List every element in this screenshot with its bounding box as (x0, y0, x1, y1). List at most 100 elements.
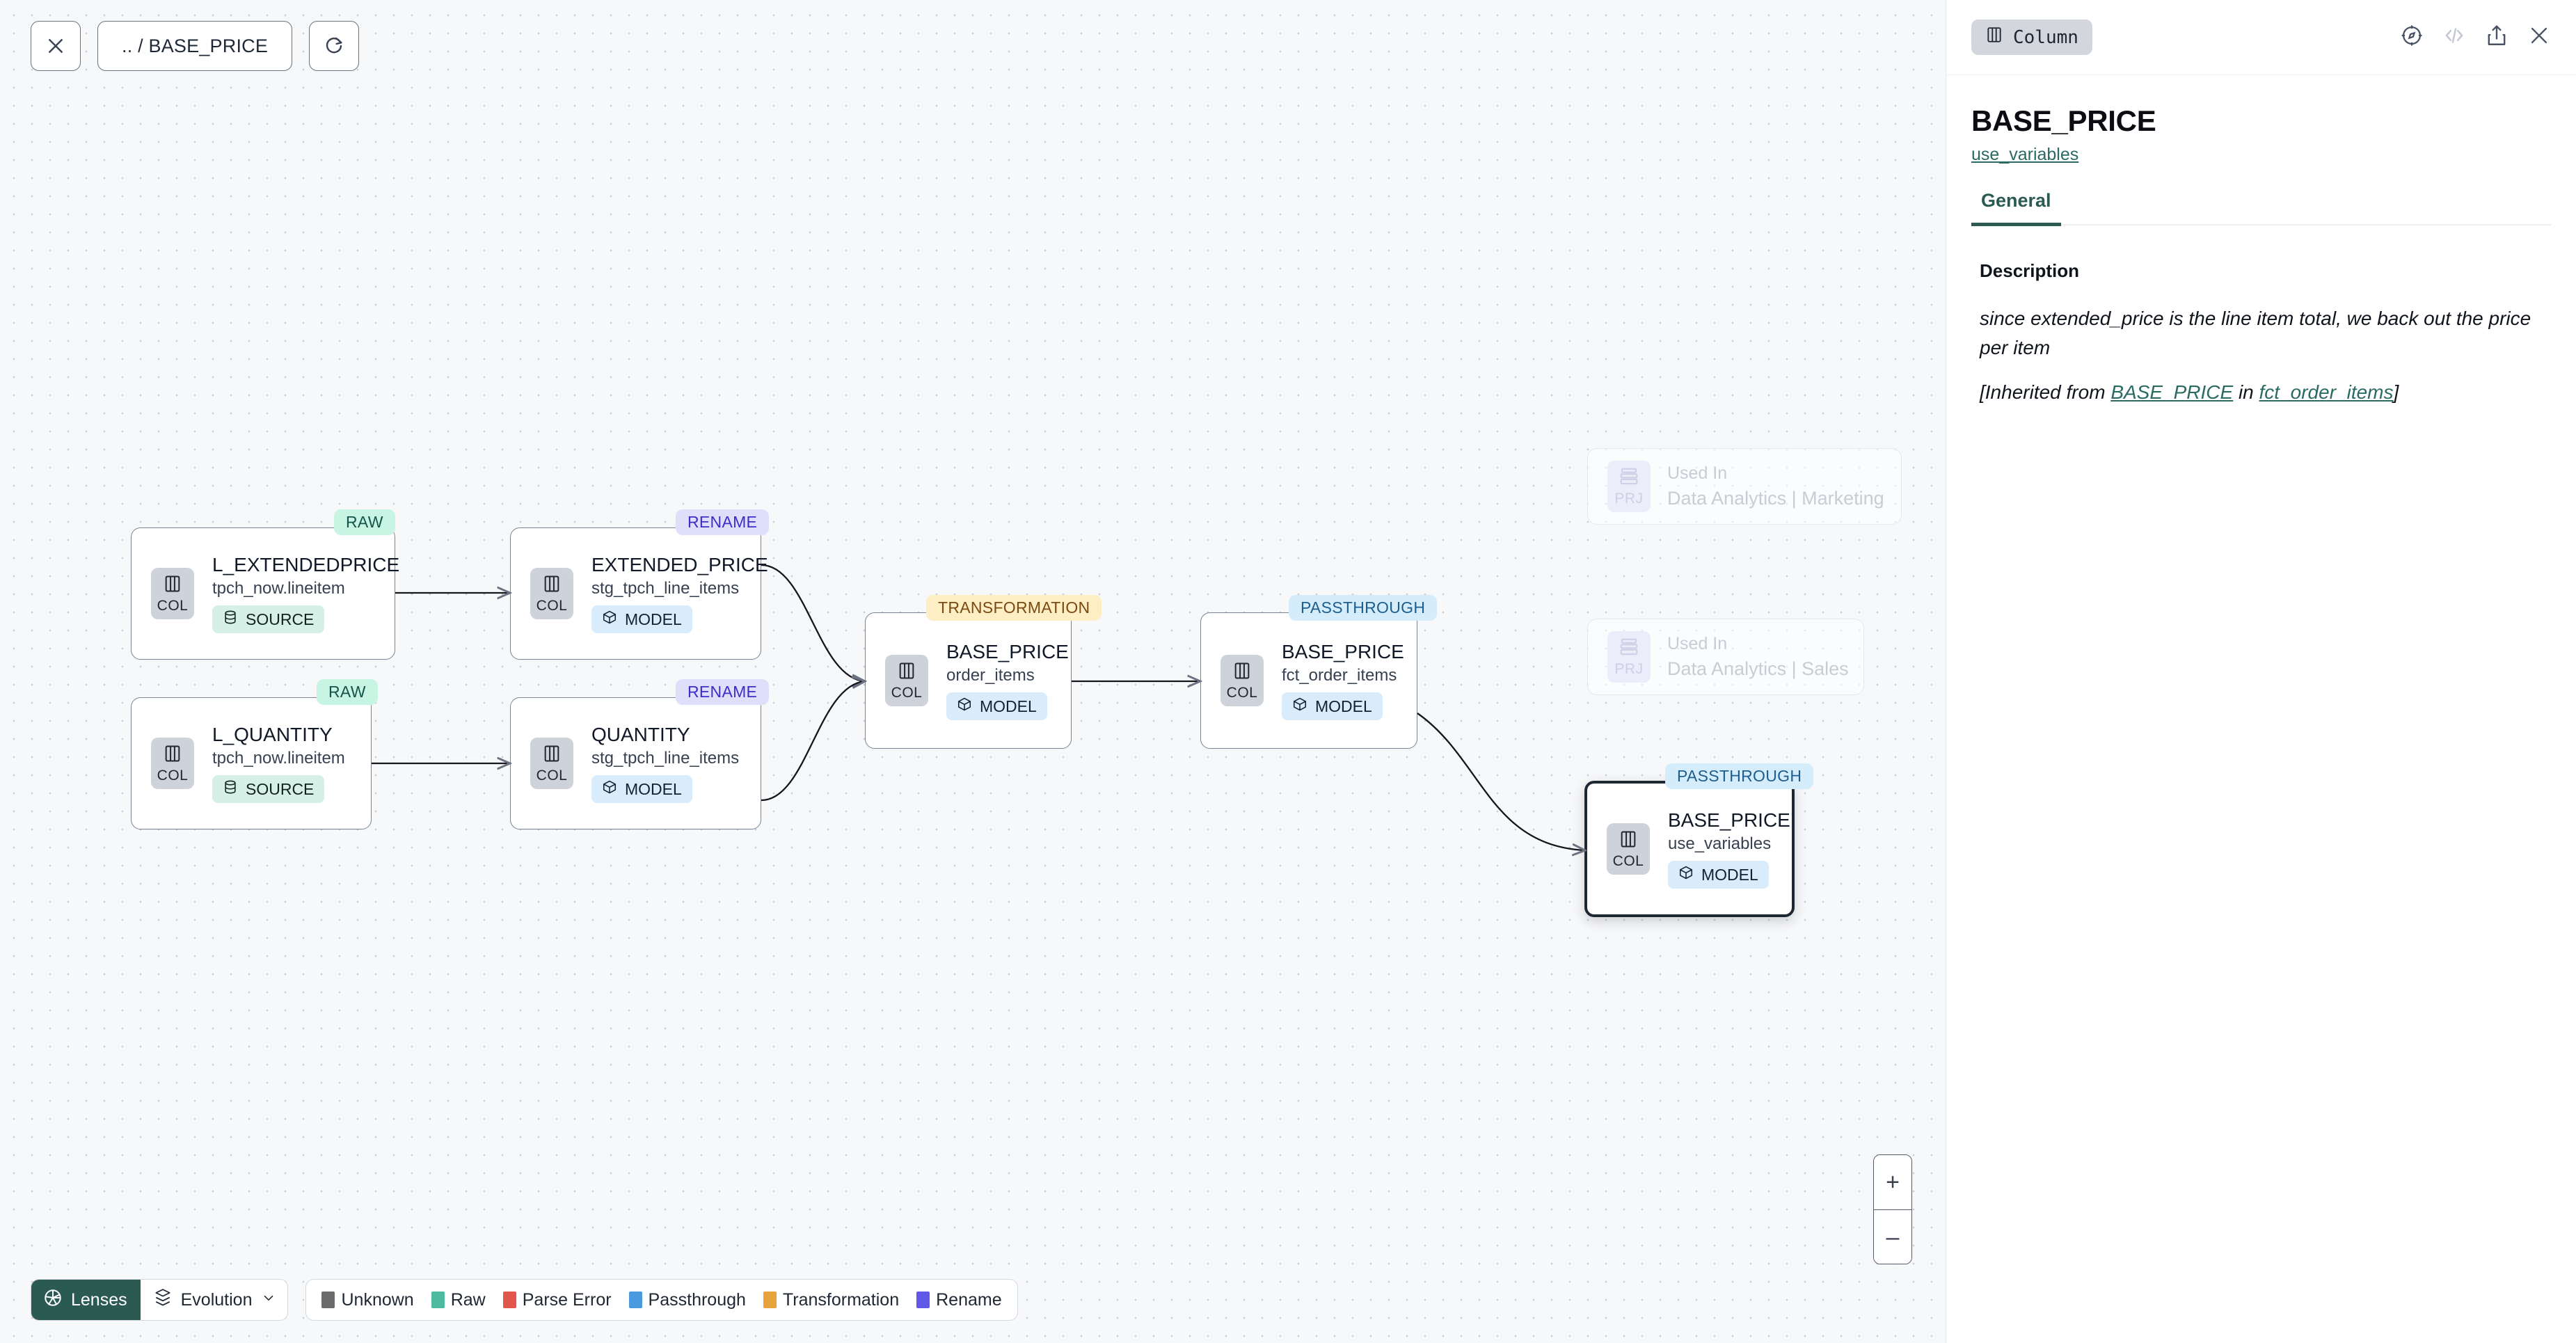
legend-item-rename[interactable]: Rename (916, 1290, 1002, 1310)
used-in-marketing-node[interactable]: PRJ Used In Data Analytics | Marketing (1587, 448, 1902, 525)
lenses-button[interactable]: Lenses (31, 1280, 141, 1320)
details-panel-header: Column (1946, 0, 2576, 75)
cube-icon (1678, 865, 1694, 884)
node-title: QUANTITY (591, 723, 690, 745)
columns-icon (897, 661, 916, 684)
node-tag-rename: RENAME (676, 509, 770, 535)
node-l-extendedprice[interactable]: COL L_EXTENDEDPRICE tpch_now.lineitem SO… (131, 527, 399, 660)
compass-icon[interactable] (2400, 24, 2424, 51)
column-badge-label: COL (157, 598, 189, 614)
node-content: COL EXTENDED_PRICE stg_tpch_line_items M… (511, 528, 768, 659)
node-content: COL L_QUANTITY tpch_now.lineitem SOURCE (132, 698, 371, 829)
node-kind-label: SOURCE (246, 610, 315, 628)
column-badge: COL (1221, 655, 1264, 706)
node-text: EXTENDED_PRICE stg_tpch_line_items MODEL (591, 554, 768, 634)
refresh-icon (324, 35, 344, 56)
breadcrumb[interactable]: .. / BASE_PRICE (97, 21, 293, 71)
node-text: BASE_PRICE fct_order_items MODEL (1282, 641, 1404, 721)
project-icon (1619, 637, 1639, 660)
node-base-price-fct-order-items[interactable]: COL BASE_PRICE fct_order_items MODEL (1200, 612, 1417, 749)
legend-item-transformation[interactable]: Transformation (763, 1290, 899, 1310)
project-badge: PRJ (1607, 631, 1651, 683)
node-kind-badge: MODEL (1282, 692, 1383, 721)
legend-label: Passthrough (648, 1289, 746, 1310)
node-text: Used In Data Analytics | Sales (1667, 633, 1849, 681)
node-tag-rename: RENAME (676, 679, 770, 705)
legend-item-passthrough[interactable]: Passthrough (628, 1289, 746, 1310)
node-kind-badge: MODEL (591, 775, 692, 804)
chevron-down-icon (261, 1290, 276, 1310)
project-badge-label: PRJ (1614, 661, 1644, 677)
inherited-column-link[interactable]: BASE_PRICE (2110, 381, 2234, 403)
node-subtitle: order_items (946, 665, 1035, 685)
close-icon[interactable] (2527, 24, 2551, 51)
legend-label: Rename (936, 1289, 1002, 1310)
evolution-dropdown[interactable]: Evolution (141, 1280, 288, 1320)
node-text: L_EXTENDEDPRICE tpch_now.lineitem SOURCE (212, 554, 399, 634)
node-title: BASE_PRICE (1668, 809, 1790, 831)
node-kind-label: MODEL (980, 697, 1037, 715)
node-tag-raw: RAW (334, 509, 395, 535)
code-icon[interactable] (2442, 24, 2466, 51)
inherited-model-link[interactable]: fct_order_items (2259, 381, 2394, 403)
node-l-quantity[interactable]: COL L_QUANTITY tpch_now.lineitem SOURCE (131, 697, 372, 829)
details-panel: Column BASE_PRICE use_variables (1946, 0, 2576, 1343)
close-graph-button[interactable] (31, 21, 81, 71)
column-badge-label: COL (1612, 853, 1644, 869)
inherited-prefix: [Inherited from (1980, 381, 2111, 403)
refresh-button[interactable] (309, 21, 360, 71)
node-content: COL BASE_PRICE order_items MODEL (866, 613, 1071, 748)
legend-swatch (628, 1292, 642, 1308)
node-base-price-order-items[interactable]: COL BASE_PRICE order_items MODEL (865, 612, 1072, 749)
entity-type-label: Column (2013, 26, 2078, 48)
used-in-name: Data Analytics | Marketing (1667, 487, 1884, 509)
node-kind-label: MODEL (1701, 865, 1758, 884)
legend-item-raw[interactable]: Raw (431, 1290, 486, 1310)
inherited-middle: in (2233, 381, 2259, 403)
zoom-in-button[interactable]: + (1874, 1155, 1911, 1209)
share-icon[interactable] (2485, 24, 2509, 51)
legend-item-parse-error[interactable]: Parse Error (502, 1290, 612, 1310)
lenses-label: Lenses (71, 1289, 127, 1310)
zoom-out-button[interactable]: – (1874, 1209, 1911, 1264)
cube-icon (1292, 697, 1307, 716)
used-in-sales-node[interactable]: PRJ Used In Data Analytics | Sales (1587, 619, 1864, 695)
node-content: COL L_EXTENDEDPRICE tpch_now.lineitem SO… (132, 528, 399, 659)
node-base-price-use-variables[interactable]: COL BASE_PRICE use_variables MODEL (1584, 781, 1795, 917)
columns-icon (1619, 829, 1638, 852)
column-badge-label: COL (1226, 685, 1258, 701)
node-subtitle: tpch_now.lineitem (212, 748, 345, 768)
node-subtitle: stg_tpch_line_items (591, 748, 740, 768)
column-badge-label: COL (891, 685, 923, 701)
legend-swatch (502, 1292, 516, 1308)
node-text: BASE_PRICE order_items MODEL (946, 641, 1069, 721)
panel-tabs: General (1971, 190, 2551, 226)
node-content: PRJ Used In Data Analytics | Sales (1588, 619, 1863, 694)
entity-type-chip: Column (1971, 19, 2092, 55)
node-extended-price[interactable]: COL EXTENDED_PRICE stg_tpch_line_items M… (510, 527, 768, 660)
legend-swatch (763, 1292, 777, 1308)
cube-icon (602, 610, 617, 629)
model-link-wrap: use_variables (1946, 138, 2576, 165)
node-kind-label: MODEL (1315, 697, 1372, 715)
close-icon (45, 35, 66, 56)
legend-item-unknown[interactable]: Unknown (321, 1290, 414, 1310)
tab-general[interactable]: General (1971, 190, 2061, 226)
columns-icon (1985, 26, 2003, 49)
database-icon (223, 779, 238, 799)
page-title: BASE_PRICE (1971, 104, 2156, 137)
lineage-canvas[interactable]: .. / BASE_PRICE (0, 0, 1946, 1343)
inherited-note: [Inherited from BASE_PRICE in fct_order_… (1980, 378, 2543, 407)
column-badge: COL (151, 568, 194, 619)
node-kind-label: MODEL (625, 610, 682, 628)
column-badge-label: COL (536, 598, 568, 614)
node-quantity[interactable]: COL QUANTITY stg_tpch_line_items MODEL (510, 697, 761, 829)
node-tag-transformation: TRANSFORMATION (926, 595, 1102, 621)
canvas-toolbar: .. / BASE_PRICE (31, 21, 360, 71)
node-title: BASE_PRICE (1282, 640, 1404, 662)
column-badge: COL (530, 738, 573, 789)
model-link[interactable]: use_variables (1971, 145, 2079, 164)
columns-icon (163, 744, 182, 767)
description-text: since extended_price is the line item to… (1980, 308, 2531, 358)
inherited-suffix: ] (2393, 381, 2399, 403)
